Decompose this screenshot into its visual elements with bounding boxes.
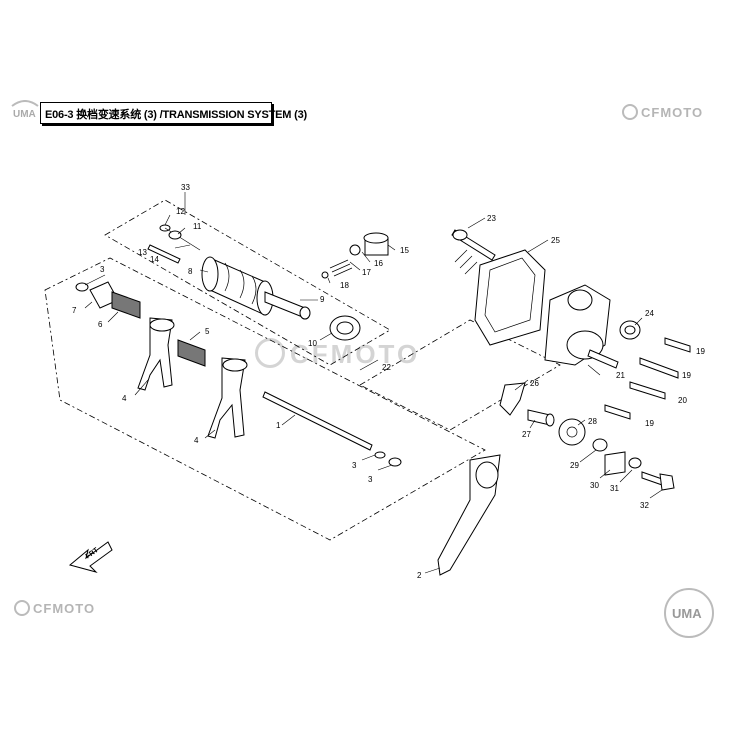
shift-shaft-spindle [451, 229, 496, 275]
callout-5: 5 [205, 327, 210, 336]
page-title: E06-3 换档变速系统 (3) /TRANSMISSION SYSTEM (3… [40, 102, 307, 124]
callout-24: 24 [645, 309, 654, 318]
brand-logo-icon [14, 600, 30, 616]
cover [544, 284, 619, 369]
callout-18: 18 [340, 281, 349, 290]
brand-watermark-bottom: CFMOTO [14, 600, 95, 616]
gasket [474, 249, 546, 346]
callout-28: 28 [588, 417, 597, 426]
sprocket-gear [558, 418, 586, 446]
pin [147, 244, 181, 264]
badge-text: UMA [13, 109, 36, 120]
hex-bolt [641, 471, 675, 491]
callout-3: 3 [100, 265, 105, 274]
callout-6: 6 [98, 320, 103, 329]
callout-1: 1 [276, 421, 281, 430]
callout-19c: 19 [645, 419, 654, 428]
callout-30: 30 [590, 481, 599, 490]
washer [168, 230, 182, 240]
shift-drum-group-outline [104, 199, 391, 366]
brand-watermark-top: CFMOTO [622, 104, 703, 120]
callout-13: 13 [138, 248, 147, 257]
callout-27: 27 [522, 430, 531, 439]
front-direction-arrow-icon: FRT [68, 541, 113, 573]
brand-logo-icon [622, 104, 638, 120]
title-english: (3) /TRANSMISSION SYSTEM (3) [143, 109, 307, 121]
callout-2: 2 [417, 571, 422, 580]
callout-12: 12 [176, 207, 185, 216]
callout-31: 31 [610, 484, 619, 493]
washers-and-spacers [592, 438, 642, 476]
shift-fork-left [137, 317, 175, 391]
fork-shaft [262, 391, 402, 467]
detent-plunger [321, 232, 389, 279]
spring-and-collar [75, 281, 206, 367]
callout-3c: 3 [368, 475, 373, 484]
title-chinese: 换档变速系统 [76, 109, 142, 121]
shift-shaft-arm [437, 454, 501, 576]
badge-text: UMA [672, 606, 702, 621]
callout-4-left: 4 [122, 394, 127, 403]
shift-fork-right [207, 357, 248, 439]
callouts: 33 12 11 13 14 8 9 15 16 17 18 10 3 7 6 … [72, 183, 705, 580]
callout-23: 23 [487, 214, 496, 223]
cover-bolts [604, 337, 691, 420]
callout-9: 9 [320, 295, 325, 304]
callout-21: 21 [616, 371, 625, 380]
uma-logo-icon: UMA [10, 100, 40, 124]
callout-32: 32 [640, 501, 649, 510]
callout-33: 33 [181, 183, 190, 192]
callout-3b: 3 [352, 461, 357, 470]
uma-logo-icon: UMA [663, 587, 715, 639]
callout-10: 10 [308, 339, 317, 348]
callout-25: 25 [551, 236, 560, 245]
callout-22: 22 [382, 363, 391, 372]
callout-11: 11 [193, 222, 202, 231]
collar [527, 409, 555, 427]
shift-drum [201, 256, 311, 320]
callout-16: 16 [374, 259, 383, 268]
callout-4-right: 4 [194, 436, 199, 445]
callout-7: 7 [72, 306, 77, 315]
stopper-lever [499, 382, 526, 416]
callout-19a: 19 [696, 347, 705, 356]
callout-29: 29 [570, 461, 579, 470]
callout-26: 26 [530, 379, 539, 388]
page-title-text: E06-3 换档变速系统 (3) /TRANSMISSION SYSTEM (3… [45, 106, 307, 122]
callout-15: 15 [400, 246, 409, 255]
shift-fork-group-outline [44, 257, 486, 541]
oil-seal [619, 320, 641, 340]
callout-14: 14 [150, 255, 159, 264]
callout-17: 17 [362, 268, 371, 277]
callout-8: 8 [188, 267, 193, 276]
callout-19b: 19 [682, 371, 691, 380]
shaft-group-outline [359, 319, 561, 431]
bearing [329, 315, 361, 341]
section-code: E06-3 [45, 109, 74, 121]
callout-20: 20 [678, 396, 687, 405]
